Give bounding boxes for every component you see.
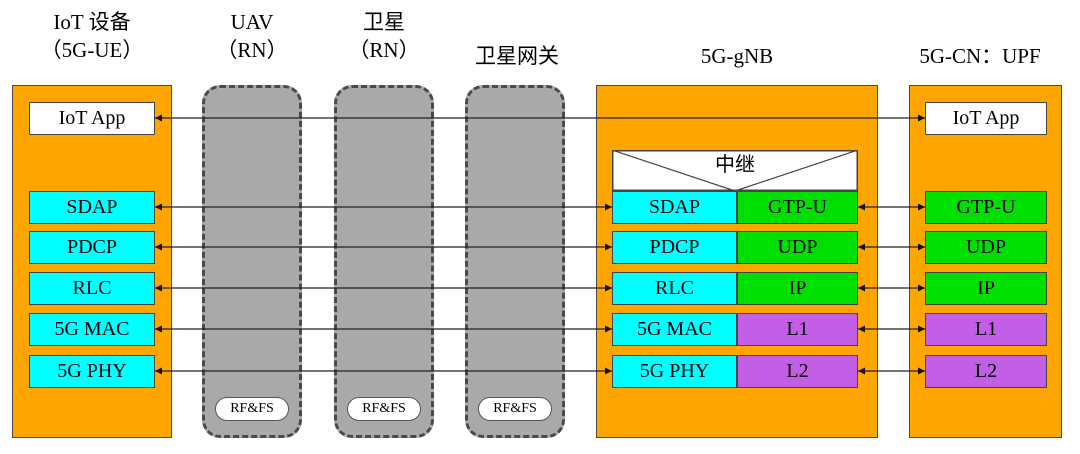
ue-phy-box: 5G PHY bbox=[29, 355, 155, 388]
cn-gtpu-box: GTP-U bbox=[925, 191, 1047, 224]
header-uav: UAV （RN） bbox=[216, 10, 288, 62]
gnb-rlc-box: RLC bbox=[612, 272, 737, 305]
ue-pdcp-box: PDCP bbox=[29, 231, 155, 264]
ue-iot-app-box: IoT App bbox=[29, 102, 155, 135]
header-core-network-upf: 5G-CN：UPF bbox=[919, 44, 1041, 68]
rf-fs-label-gateway: RF&FS bbox=[478, 397, 552, 421]
satellite-relay-column bbox=[334, 85, 434, 438]
header-satellite-gateway: 卫星网关 bbox=[475, 44, 559, 68]
gnb-phy-box: 5G PHY bbox=[612, 355, 737, 388]
cn-l2-box: L2 bbox=[925, 355, 1047, 388]
relay-label: 中继 bbox=[715, 154, 755, 176]
header-iot-device: IoT 设备 （5G-UE） bbox=[40, 10, 144, 62]
cn-iot-app-box: IoT App bbox=[925, 102, 1047, 135]
header-satellite: 卫星 （RN） bbox=[348, 10, 420, 62]
cn-ip-box: IP bbox=[925, 272, 1047, 305]
gnb-udp-box: UDP bbox=[737, 231, 858, 264]
gnb-pdcp-box: PDCP bbox=[612, 231, 737, 264]
gnb-ip-box: IP bbox=[737, 272, 858, 305]
ue-mac-box: 5G MAC bbox=[29, 313, 155, 346]
gnb-l1-box: L1 bbox=[737, 313, 858, 346]
relay-box bbox=[612, 150, 858, 191]
cn-udp-box: UDP bbox=[925, 231, 1047, 264]
gnb-l2-box: L2 bbox=[737, 355, 858, 388]
cn-l1-box: L1 bbox=[925, 313, 1047, 346]
rf-fs-label-uav: RF&FS bbox=[215, 397, 289, 421]
ue-rlc-box: RLC bbox=[29, 272, 155, 305]
ue-sdap-box: SDAP bbox=[29, 191, 155, 224]
gnb-gtpu-box: GTP-U bbox=[737, 191, 858, 224]
gnb-sdap-box: SDAP bbox=[612, 191, 737, 224]
uav-relay-column bbox=[202, 85, 302, 438]
gnb-mac-box: 5G MAC bbox=[612, 313, 737, 346]
satellite-gateway-column bbox=[465, 85, 565, 438]
header-gnb: 5G-gNB bbox=[700, 44, 774, 68]
rf-fs-label-satellite: RF&FS bbox=[347, 397, 421, 421]
